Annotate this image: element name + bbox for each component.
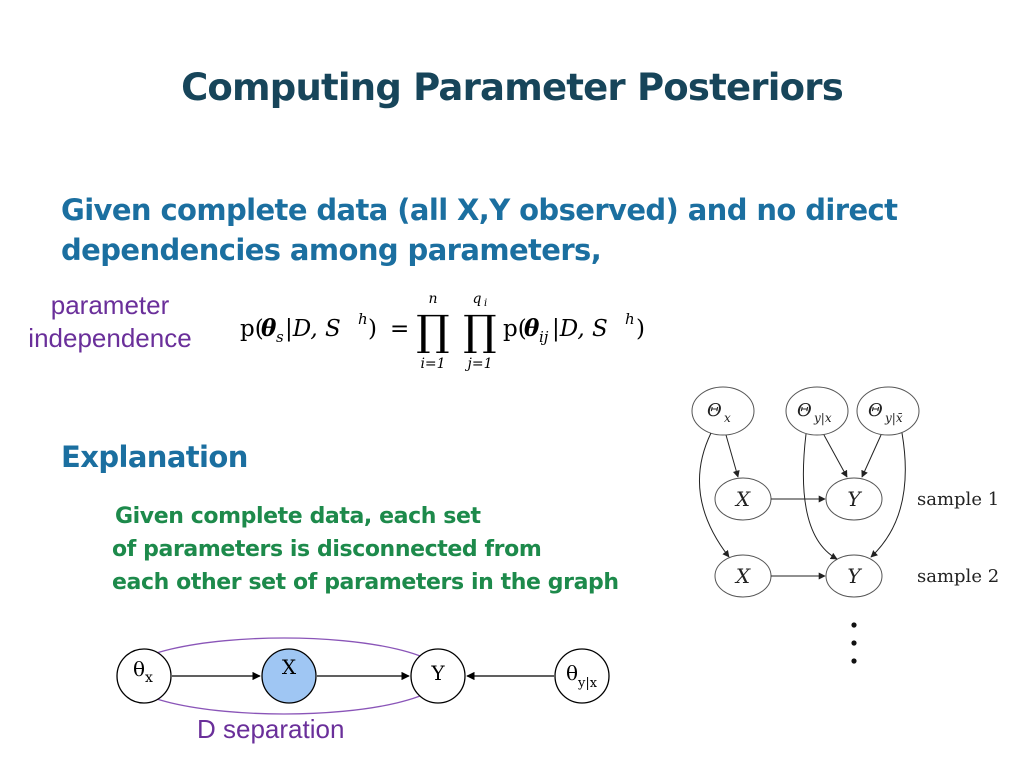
- theta-ynx-symbol: Θ: [868, 400, 883, 421]
- explanation-line-2: of parameters is disconnected from: [112, 537, 542, 562]
- formula-prod1-bottom: i=1: [420, 356, 445, 372]
- parameter-independence-formula: p( θ s |D, S h ) = n ∏ i=1 q i ∏ j=1 p( …: [240, 291, 645, 372]
- dsep-theta-yx-node: [554, 648, 610, 704]
- formula-rhs-sup: h: [625, 310, 635, 328]
- parameter-independence-line-1: parameter: [50, 290, 170, 320]
- dsep-y-node: [410, 648, 466, 704]
- formula-prod1-top: n: [428, 291, 437, 307]
- dsep-y-label: Y: [430, 661, 445, 685]
- dsep-theta-yx-symbol: θ: [566, 661, 578, 685]
- sample2-y-label: Y: [847, 564, 862, 588]
- formula-lhs-close: ): [368, 316, 377, 342]
- dsep-x-node: [261, 648, 317, 704]
- edge-thetaynx-y1: [861, 434, 882, 478]
- formula-prod1-symbol: ∏: [416, 306, 449, 355]
- formula-prod2-top: q: [473, 291, 482, 307]
- formula-rhs-p: p(: [503, 316, 527, 342]
- ellipsis-dots: [851, 622, 857, 664]
- edge-thetax-x1: [725, 434, 740, 478]
- parameter-network-diagram: Θ x Θ y|x Θ y|x̄ X Y X Y sample 1 sample…: [691, 386, 999, 664]
- dsep-x-label: X: [282, 655, 297, 679]
- explanation-text: Given complete data, each set of paramet…: [112, 500, 692, 599]
- edge-thetayx-y2: [802, 433, 838, 560]
- edge-thetaynx-y2: [870, 432, 906, 558]
- parameter-independence-line-2: independence: [28, 323, 192, 353]
- explanation-heading: Explanation: [61, 440, 248, 474]
- explanation-line-1: Given complete data, each set: [115, 504, 481, 529]
- formula-equals: =: [390, 316, 409, 342]
- main-bullet-line-2: dependencies among parameters,: [61, 233, 602, 267]
- sample1-y-node: [825, 477, 883, 521]
- dsep-theta-x-node: [116, 648, 172, 704]
- edge-thetax-x2: [699, 432, 730, 558]
- formula-rhs-theta: θ: [524, 315, 540, 342]
- dsep-theta-yx-sub: y|x: [577, 676, 598, 691]
- edge-thetayx-y1: [823, 434, 848, 478]
- sample-1-label: sample 1: [917, 489, 999, 510]
- dsep-theta-x-sub: x: [145, 670, 153, 686]
- theta-y-given-not-x-node: [856, 386, 920, 436]
- main-bullet: Given complete data (all X,Y observed) a…: [61, 190, 961, 270]
- formula-rhs-close: ): [636, 316, 645, 342]
- formula-lhs-sub: s: [276, 328, 284, 346]
- theta-yx-symbol: Θ: [797, 400, 812, 421]
- slide-title: Computing Parameter Posteriors: [181, 66, 844, 109]
- sample2-x-label: X: [734, 564, 751, 588]
- theta-x-sub: x: [724, 411, 731, 425]
- theta-x-node: [691, 386, 755, 436]
- formula-lhs-p: p(: [240, 316, 264, 342]
- sample1-x-label: X: [734, 487, 751, 511]
- formula-rhs-rest: |D, S: [552, 316, 608, 342]
- sample-2-label: sample 2: [917, 566, 999, 587]
- sample1-y-label: Y: [847, 487, 862, 511]
- dsep-theta-x-symbol: θ: [133, 657, 145, 681]
- theta-y-given-x-node: [785, 386, 849, 436]
- explanation-line-3: each other set of parameters in the grap…: [112, 570, 619, 595]
- formula-prod2-symbol: ∏: [463, 306, 496, 355]
- d-separation-diagram: θ x X Y θ y|x: [116, 637, 610, 715]
- parameter-independence-label: parameter independence: [10, 289, 210, 355]
- theta-ynx-sub: y|x̄: [884, 411, 903, 425]
- main-bullet-line-1: Given complete data (all X,Y observed) a…: [61, 193, 898, 227]
- formula-rhs-sub: ij: [539, 328, 549, 346]
- formula-prod2-bottom: j=1: [465, 356, 493, 372]
- theta-x-symbol: Θ: [707, 400, 722, 421]
- theta-yx-sub: y|x: [813, 411, 832, 425]
- formula-lhs-theta: θ: [261, 315, 277, 342]
- d-separation-label: D separation: [197, 714, 345, 744]
- formula-lhs-sup: h: [358, 310, 368, 328]
- sample2-y-node: [825, 554, 883, 598]
- formula-lhs-rest: |D, S: [285, 316, 341, 342]
- formula-prod2-top-sub: i: [484, 298, 487, 309]
